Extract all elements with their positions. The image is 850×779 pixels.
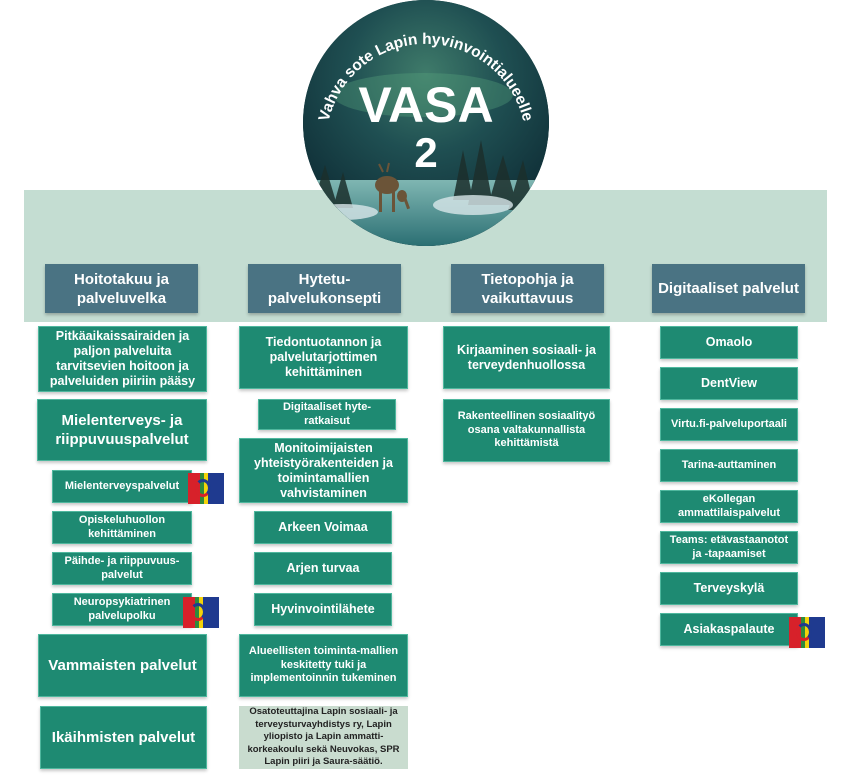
box-asiakaspalaute: Asiakaspalaute (660, 613, 798, 646)
box-omaolo: Omaolo (660, 326, 798, 359)
vasa2-logo: Vahva sote Lapin hyvinvointialueelle VAS… (303, 0, 549, 246)
box-neuropsykiatrinen: Neuropsykiatrinen palvelupolku (52, 593, 192, 626)
box-mielenterveyspalvelut: Mielenterveyspalvelut (52, 470, 192, 503)
box-kirjaaminen: Kirjaaminen sosiaali- ja terveydenhuollo… (443, 326, 610, 389)
header-tietopohja: Tietopohja ja vaikuttavuus (451, 264, 604, 313)
box-alueellisten-toimintamallien: Alueellisten toiminta-mallien keskitetty… (239, 634, 408, 697)
box-dentview: DentView (660, 367, 798, 400)
box-ekollega: eKollegan ammattilaispalvelut (660, 490, 798, 523)
header-hytetu: Hytetu-palvelukonsepti (248, 264, 401, 313)
logo-artwork: Vahva sote Lapin hyvinvointialueelle VAS… (303, 0, 549, 246)
box-opiskeluhuolto: Opiskeluhuollon kehittäminen (52, 511, 192, 544)
logo-title: VASA (358, 77, 493, 133)
box-hyvinvointilahete: Hyvinvointilähete (254, 593, 392, 626)
box-ikaihmisten: Ikäihmisten palvelut (40, 706, 207, 769)
logo-number: 2 (414, 129, 437, 176)
sami-flag-icon (183, 597, 219, 628)
box-tiedontuotanto: Tiedontuotannon ja palvelutarjottimen ke… (239, 326, 408, 389)
box-pitkaaikaissairaat: Pitkäaikaissairaiden ja paljon palveluit… (38, 326, 207, 392)
box-terveyskyla: Terveyskylä (660, 572, 798, 605)
box-digitaaliset-hyte: Digitaaliset hyte-ratkaisut (258, 399, 396, 430)
sami-flag-icon (789, 617, 825, 648)
box-paihde-riippuvuus: Päihde- ja riippuvuus-palvelut (52, 552, 192, 585)
box-mielenterveys-riippuvuus: Mielenterveys- ja riippuvuuspalvelut (37, 399, 207, 461)
box-teams: Teams: etävastaanotot ja -tapaamiset (660, 531, 798, 564)
box-arjen-turvaa: Arjen turvaa (254, 552, 392, 585)
header-hoitotakuu: Hoitotakuu ja palveluvelka (45, 264, 198, 313)
note-osatoteuttajat: Osatoteuttajina Lapin sosiaali- ja terve… (239, 706, 408, 769)
box-monitoimijaiset: Monitoimijaisten yhteistyörakenteiden ja… (239, 438, 408, 503)
box-virtu-fi: Virtu.fi-palveluportaali (660, 408, 798, 441)
box-vammaisten: Vammaisten palvelut (38, 634, 207, 697)
header-digitaaliset: Digitaaliset palvelut (652, 264, 805, 313)
box-arkeen-voimaa: Arkeen Voimaa (254, 511, 392, 544)
sami-flag-icon (188, 473, 224, 504)
box-tarina-auttaminen: Tarina-auttaminen (660, 449, 798, 482)
box-rakenteellinen-sosiaalityo: Rakenteellinen sosiaalityö osana valtaku… (443, 399, 610, 462)
